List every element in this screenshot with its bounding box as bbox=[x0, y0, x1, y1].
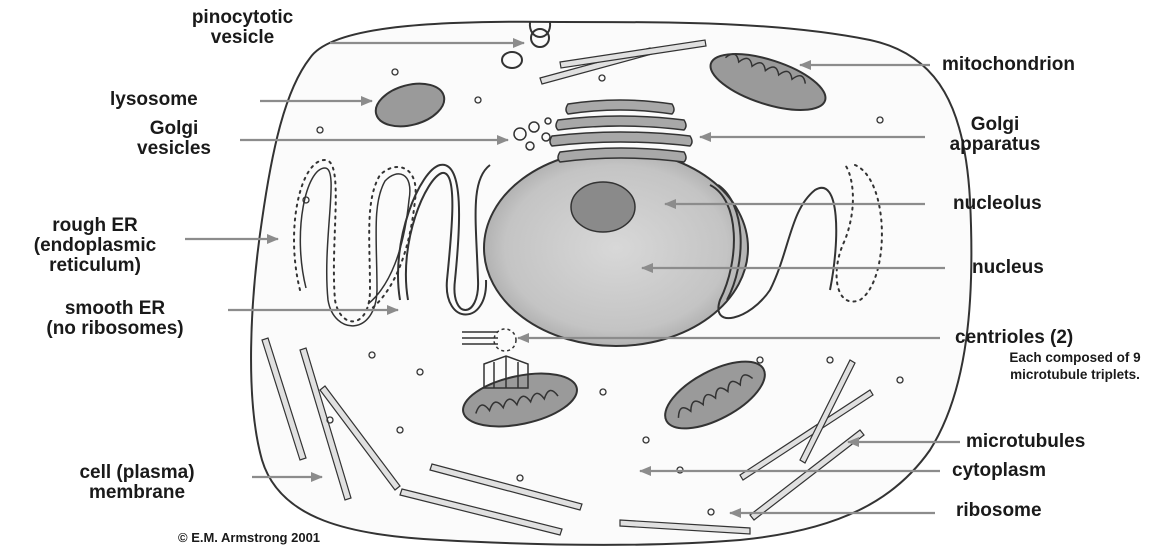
label-nucleolus: nucleolus bbox=[953, 194, 1042, 214]
label-mitochondrion: mitochondrion bbox=[942, 55, 1075, 75]
label-lysosome: lysosome bbox=[110, 90, 198, 110]
label-golgi-apparatus-line2: apparatus bbox=[935, 135, 1055, 155]
label-rough-er-line1: rough ER bbox=[4, 216, 186, 236]
label-centrioles: centrioles (2) bbox=[955, 328, 1073, 348]
label-pinocytotic-line2: vesicle bbox=[160, 28, 325, 48]
label-cell-membrane-line1: cell (plasma) bbox=[26, 463, 248, 483]
label-cytoplasm: cytoplasm bbox=[952, 461, 1046, 481]
label-rough-er-line3: reticulum) bbox=[4, 256, 186, 276]
label-golgi-vesicles-line1: Golgi bbox=[108, 119, 240, 139]
nucleolus-shape bbox=[571, 182, 635, 232]
label-cell-membrane: cell (plasma) membrane bbox=[26, 463, 248, 503]
label-smooth-er-line1: smooth ER bbox=[4, 299, 226, 319]
label-pinocytotic-vesicle: pinocytotic vesicle bbox=[160, 8, 325, 48]
label-microtubules: microtubules bbox=[966, 432, 1085, 452]
label-smooth-er: smooth ER (no ribosomes) bbox=[4, 299, 226, 339]
label-nucleus: nucleus bbox=[972, 258, 1044, 278]
label-rough-er: rough ER (endoplasmic reticulum) bbox=[4, 216, 186, 276]
label-pinocytotic-line1: pinocytotic bbox=[160, 8, 325, 28]
label-smooth-er-line2: (no ribosomes) bbox=[4, 319, 226, 339]
label-golgi-vesicles-line2: vesicles bbox=[108, 139, 240, 159]
label-cell-membrane-line2: membrane bbox=[26, 483, 248, 503]
label-ribosome: ribosome bbox=[956, 501, 1042, 521]
label-golgi-vesicles: Golgi vesicles bbox=[108, 119, 240, 159]
label-centrioles-note: Each composed of 9 microtubule triplets. bbox=[990, 349, 1160, 383]
label-centrioles-note-line2: microtubule triplets. bbox=[990, 366, 1160, 383]
label-centrioles-note-line1: Each composed of 9 bbox=[990, 349, 1160, 366]
label-golgi-apparatus: Golgi apparatus bbox=[935, 115, 1055, 155]
copyright-text: © E.M. Armstrong 2001 bbox=[178, 528, 320, 548]
label-golgi-apparatus-line1: Golgi bbox=[935, 115, 1055, 135]
nucleus-shape bbox=[484, 150, 748, 346]
label-rough-er-line2: (endoplasmic bbox=[4, 236, 186, 256]
